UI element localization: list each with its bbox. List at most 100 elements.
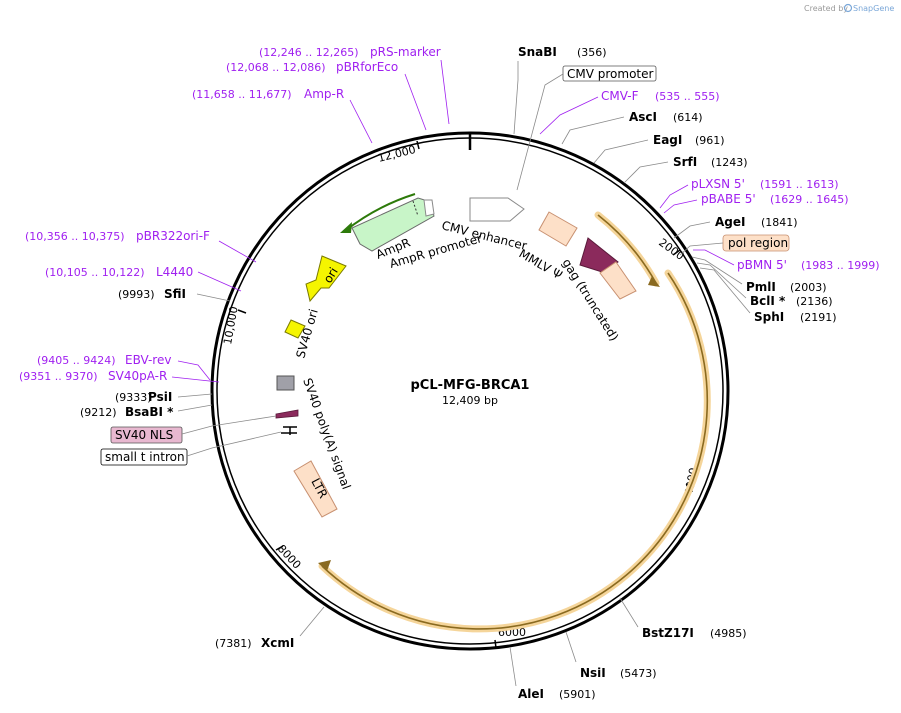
tick-10000 — [237, 309, 247, 314]
psii-pos: (9333) — [115, 391, 152, 404]
amp-r-label[interactable]: Amp-R — [304, 87, 344, 101]
plasmid-length: 12,409 bp — [442, 394, 498, 407]
small-t-intron-leader — [186, 431, 282, 457]
pol-region-arc-2-arrowhead — [318, 560, 331, 571]
tick-label-12000: 12,000 — [377, 143, 418, 165]
sv40-polya-shape[interactable] — [276, 375, 295, 391]
bcli-pos: (2136) — [796, 295, 833, 308]
snabi-label[interactable]: SnaBI — [518, 45, 557, 59]
cmv-promoter-leader — [516, 73, 564, 191]
agei-label[interactable]: AgeI — [715, 215, 745, 229]
l4440-leader — [197, 271, 242, 292]
sphi-pos: (2191) — [800, 311, 837, 324]
snabi-pos: (356) — [577, 46, 607, 59]
cmv-f-pos: (535 .. 555) — [655, 90, 720, 103]
xcmi-pos: (7381) — [215, 637, 252, 650]
snabi-leader — [513, 61, 519, 135]
sv40-nls-box[interactable] — [110, 426, 183, 444]
ampr-promoter-shape[interactable] — [423, 199, 435, 217]
pol-region-leader — [679, 242, 724, 256]
mmlv-psi-label: MMLV Ψ — [517, 246, 565, 282]
l4440-label[interactable]: L4440 — [156, 265, 193, 279]
tick-8000 — [275, 545, 284, 551]
ori-shape[interactable] — [305, 255, 347, 303]
srfi-pos: (1243) — [711, 156, 748, 169]
prs-marker-leader — [440, 59, 450, 125]
credit-brand: SnapGene — [853, 4, 894, 13]
eagi-leader — [593, 139, 649, 164]
sphi-label[interactable]: SphI — [754, 310, 784, 324]
eagi-pos: (961) — [695, 134, 725, 147]
prs-marker-label[interactable]: pRS-marker — [370, 45, 441, 59]
gag-pol-junction-shape[interactable] — [599, 261, 637, 300]
pbr322ori-leader — [218, 240, 257, 263]
nsii-pos: (5473) — [620, 667, 657, 680]
ampr-segment-divider — [412, 200, 419, 217]
bcli-label[interactable]: BclI * — [750, 294, 786, 308]
sfii-label[interactable]: SfiI — [164, 287, 186, 301]
pmli-pos: (2003) — [790, 281, 827, 294]
nsii-label[interactable]: NsiI — [580, 666, 606, 680]
ltr-shape[interactable] — [293, 460, 338, 518]
pbrforeco-label[interactable]: pBRforEco — [336, 60, 398, 74]
mmlv-psi-shape[interactable] — [538, 211, 578, 247]
tick-2000 — [672, 249, 681, 256]
ampr-shape[interactable] — [351, 197, 435, 252]
tick-label-2000: 2000 — [656, 236, 686, 263]
ebv-rev-pos: (9405 .. 9424) — [37, 354, 116, 367]
pbabe-pos: (1629 .. 1645) — [770, 193, 849, 206]
sv40-nls-label: SV40 NLS — [115, 428, 173, 442]
pbrforeco-leader — [404, 73, 427, 131]
sphi-leader — [699, 267, 751, 314]
prs-marker-pos: (12,246 .. 12,265) — [259, 46, 359, 59]
small-t-intron-label: small t intron — [105, 450, 185, 464]
amp-r-leader — [349, 99, 373, 144]
pbmn-label[interactable]: pBMN 5' — [737, 258, 787, 272]
plasmid-title: pCL-MFG-BRCA1 — [411, 378, 530, 393]
plxsn-pos: (1591 .. 1613) — [760, 178, 839, 191]
asci-label[interactable]: AscI — [629, 110, 657, 124]
srfi-label[interactable]: SrfI — [673, 155, 697, 169]
plxsn-label[interactable]: pLXSN 5' — [691, 177, 745, 191]
bcli-leader — [696, 262, 747, 299]
ebv-rev-label[interactable]: EBV-rev — [125, 353, 171, 367]
eagi-label[interactable]: EagI — [653, 133, 682, 147]
psii-label[interactable]: PsiI — [148, 390, 172, 404]
pbabe-label[interactable]: pBABE 5' — [701, 192, 756, 206]
sfii-leader — [196, 293, 231, 302]
sfii-pos: (9993) — [118, 288, 155, 301]
sv40-nls-leader — [181, 415, 277, 435]
alei-label[interactable]: AleI — [518, 687, 544, 701]
sv40-nls-shape[interactable] — [275, 409, 299, 419]
bsabi-leader — [177, 404, 213, 412]
pol-region-arc-2[interactable] — [321, 272, 709, 630]
pbabe-leader — [663, 199, 698, 214]
alei-pos: (5901) — [559, 688, 596, 701]
cmv-enhancer-shape[interactable] — [469, 197, 525, 222]
ampr-direction-arrowhead — [340, 222, 352, 233]
xcmi-label[interactable]: XcmI — [261, 636, 294, 650]
pmli-label[interactable]: PmlI — [746, 280, 776, 294]
bstz17i-pos: (4985) — [710, 627, 747, 640]
bsabi-label[interactable]: BsaBI * — [125, 405, 174, 419]
pbmn-pos: (1983 .. 1999) — [801, 259, 880, 272]
srfi-leader — [623, 161, 669, 184]
small-t-intron-box[interactable] — [100, 448, 188, 466]
sv40-ori-shape[interactable] — [284, 319, 306, 339]
cmv-promoter-box[interactable] — [562, 65, 657, 82]
pbmn-leader — [693, 249, 735, 266]
cmv-f-label[interactable]: CMV-F — [601, 89, 639, 103]
asci-pos: (614) — [673, 111, 703, 124]
sv40pa-r-leader — [171, 376, 220, 383]
plxsn-leader — [659, 184, 689, 209]
pbr322ori-label[interactable]: pBR322ori-F — [136, 229, 210, 243]
small-t-intron-shape[interactable] — [281, 426, 297, 435]
sv40pa-r-label[interactable]: SV40pA-R — [108, 369, 167, 383]
asci-leader — [561, 116, 625, 145]
bstz17i-label[interactable]: BstZ17I — [642, 626, 694, 640]
ebv-rev-leader — [177, 360, 211, 381]
cmv-f-leader — [539, 96, 599, 135]
pbrforeco-pos: (12,068 .. 12,086) — [226, 61, 326, 74]
tick-12000 — [416, 140, 420, 150]
